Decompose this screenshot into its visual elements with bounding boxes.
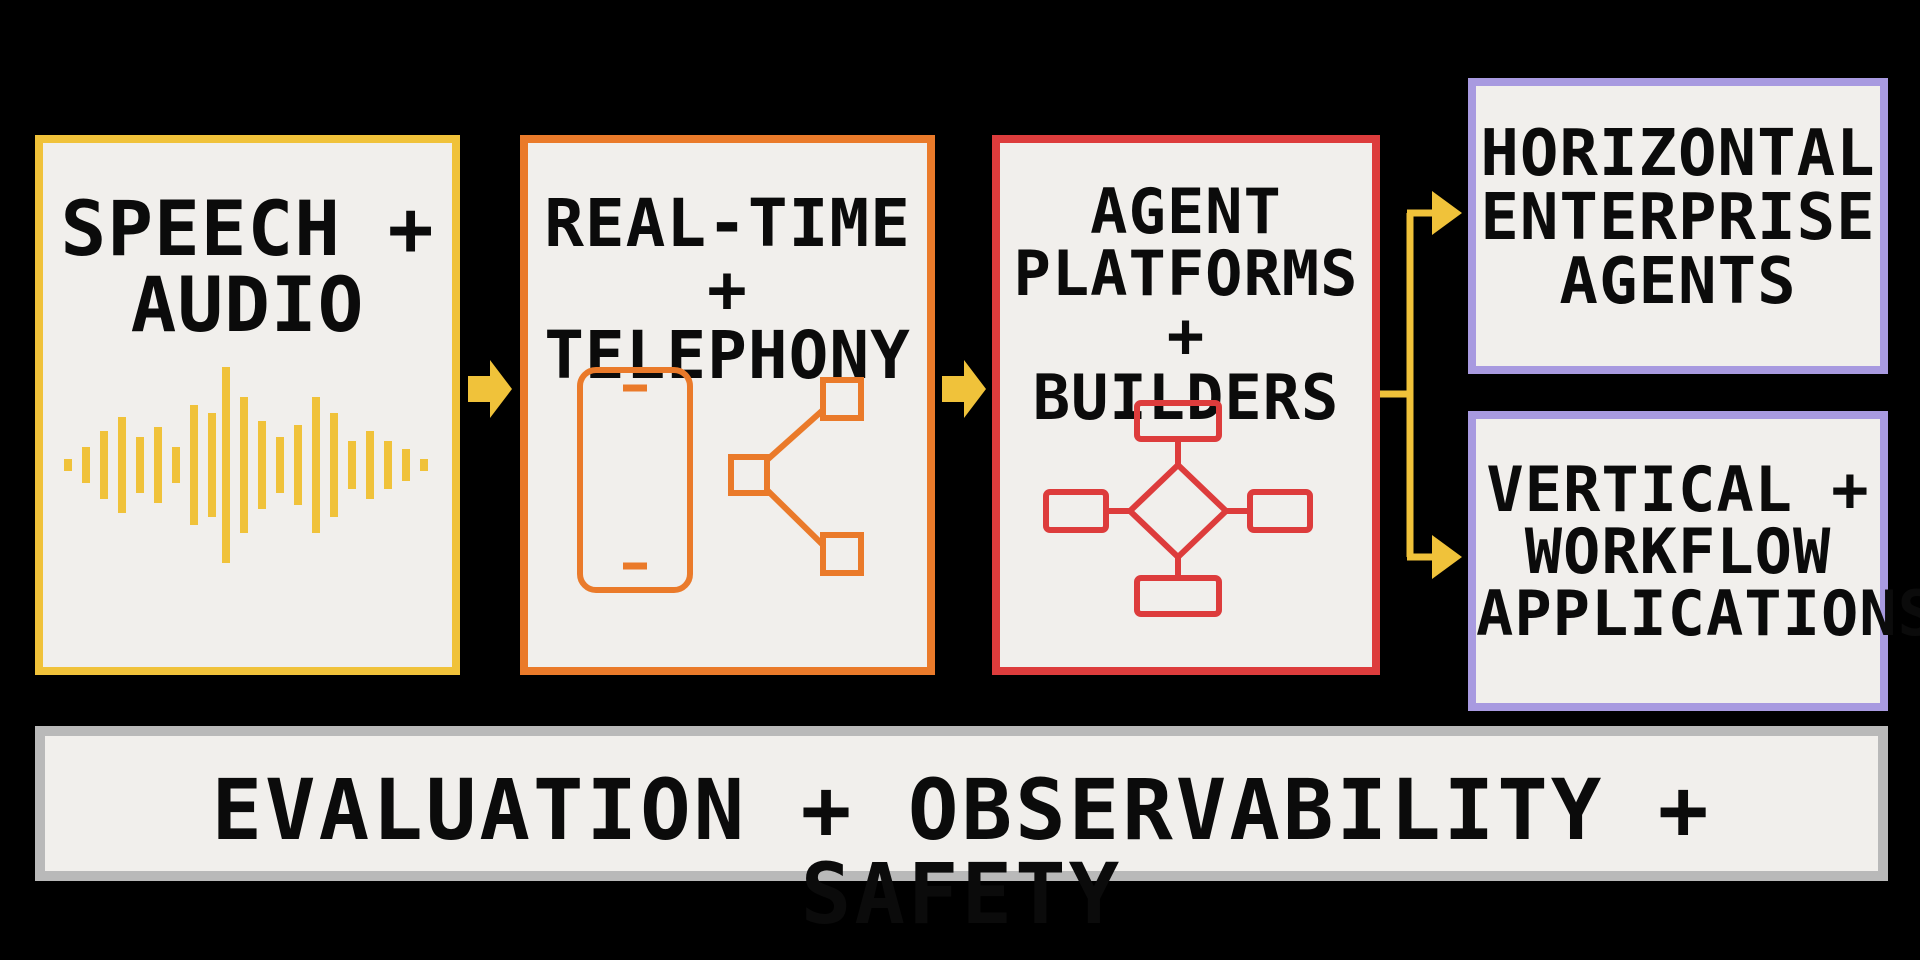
horizontal-enterprise-title: HORIZONTAL ENTERPRISE AGENTS xyxy=(1480,117,1876,319)
evaluation-bar: EVALUATION + OBSERVABILITY + SAFETY xyxy=(35,726,1888,936)
arrow-speech-to-realtime xyxy=(468,360,512,418)
realtime-telephony-box: REAL-TIME + TELEPHONY xyxy=(520,135,935,675)
agent-platforms-box: AGENT PLATFORMS + BUILDERS xyxy=(992,135,1380,675)
audio-waveform-icon xyxy=(64,367,428,563)
speech-audio-box: SPEECH + AUDIO xyxy=(35,135,460,675)
speech-audio-title: SPEECH + AUDIO xyxy=(60,184,435,349)
flowchart-icon xyxy=(1043,400,1313,617)
phone-icon xyxy=(577,367,693,593)
agent-platforms-title: AGENT PLATFORMS + BUILDERS xyxy=(1013,175,1359,434)
share-icon xyxy=(728,377,864,576)
phone-network-icon xyxy=(577,367,864,593)
vertical-workflow-title: VERTICAL + WORKFLOW APPLICATIONS xyxy=(1476,453,1920,650)
branch-connector xyxy=(1380,191,1462,579)
vertical-workflow-box: VERTICAL + WORKFLOW APPLICATIONS xyxy=(1468,411,1920,711)
evaluation-title: EVALUATION + OBSERVABILITY + SAFETY xyxy=(211,761,1712,943)
horizontal-enterprise-box: HORIZONTAL ENTERPRISE AGENTS xyxy=(1468,78,1888,374)
arrow-realtime-to-agent xyxy=(942,360,986,418)
arrow-to-vertical-icon xyxy=(1432,535,1462,579)
arrow-to-horizontal-icon xyxy=(1432,191,1462,235)
